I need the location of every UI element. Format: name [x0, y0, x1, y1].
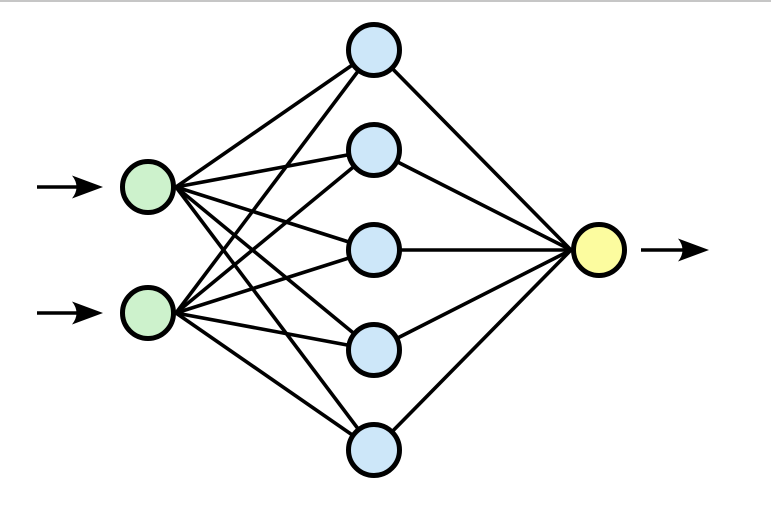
node-hidden-5: [346, 422, 402, 478]
node-input-2: [120, 285, 176, 341]
node-hidden-2: [346, 122, 402, 178]
edge-input2-hidden5: [174, 311, 376, 452]
edge-input1-hidden1: [174, 48, 376, 189]
edge-input2-hidden1: [174, 48, 376, 315]
edge-input1-hidden5: [174, 185, 376, 452]
edge-input2-hidden3: [175, 248, 375, 315]
edge-input1-hidden2: [175, 148, 375, 189]
edge-hidden4-output1: [373, 248, 572, 352]
node-hidden-4: [346, 322, 402, 378]
node-hidden-3: [346, 222, 402, 278]
edge-input1-hidden4: [174, 185, 376, 352]
node-hidden-1: [346, 22, 402, 78]
input-arrow-1-head: [72, 175, 103, 199]
edge-input2-hidden2: [174, 148, 376, 315]
node-input-1: [120, 159, 176, 215]
edge-input2-hidden4: [175, 311, 375, 352]
input-arrow-2-head: [72, 301, 103, 325]
node-output-1: [571, 222, 627, 278]
edge-hidden2-output1: [373, 148, 572, 252]
top-border-rule: [0, 0, 771, 2]
edge-input1-hidden3: [175, 185, 375, 252]
output-arrow-head: [678, 238, 709, 262]
edge-hidden1-output1: [372, 48, 573, 252]
edge-hidden5-output1: [372, 248, 573, 452]
